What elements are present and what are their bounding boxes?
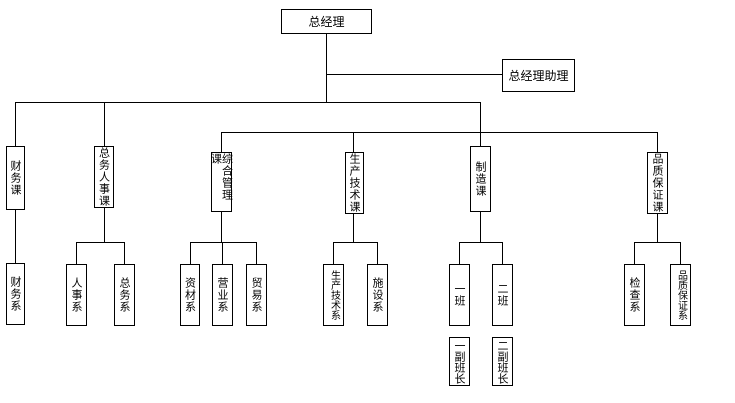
connector-line: [634, 242, 635, 264]
connector-line: [634, 242, 681, 243]
department-box-manufacturing: 制造课: [470, 146, 491, 212]
connector-line: [480, 102, 481, 146]
section-label: 总务系: [118, 277, 131, 313]
section-label: 营业系: [216, 277, 229, 313]
section-box: 一班: [449, 264, 470, 326]
section-label: 二班: [496, 283, 509, 307]
assistant-label: 总经理助理: [508, 69, 569, 83]
section-box: 总务系: [114, 264, 135, 326]
connector-line: [333, 242, 378, 243]
connector-line: [15, 102, 16, 146]
connector-line: [657, 132, 658, 152]
connector-line: [76, 242, 77, 264]
section-label: 人事系: [70, 277, 83, 313]
sub-leader-label: 二副班长: [496, 339, 509, 384]
connector-line: [502, 242, 503, 264]
section-label: 一班: [453, 283, 466, 307]
connector-line: [221, 132, 222, 152]
department-box-production-tech: 生产技术课: [345, 152, 364, 214]
connector-line: [221, 132, 658, 133]
section-box: 人事系: [66, 264, 87, 326]
connector-line: [333, 242, 334, 264]
connector-line: [459, 242, 503, 243]
section-label: 财务系: [9, 276, 22, 312]
section-label: 贸易系: [250, 277, 263, 313]
department-box-finance: 财务课: [6, 146, 25, 210]
connector-line: [15, 102, 481, 103]
connector-line: [76, 242, 125, 243]
section-box: 施设系: [367, 264, 388, 326]
section-label: 品质保证系: [675, 270, 687, 320]
sub-leader-box: 一副班长: [449, 337, 470, 386]
connector-line: [480, 212, 481, 242]
department-label: 制造课: [474, 161, 487, 197]
section-box: 贸易系: [246, 264, 267, 326]
connector-line: [680, 242, 681, 264]
section-box: 品质保证系: [670, 264, 691, 326]
department-box-general-admin: 综合管理课: [209, 152, 234, 212]
connector-line: [353, 214, 354, 242]
section-box: 二班: [492, 264, 513, 326]
department-box-quality-assurance: 品质保证课: [647, 152, 668, 214]
section-label: 施设系: [371, 277, 384, 313]
connector-line: [459, 242, 460, 264]
connector-line: [353, 132, 354, 152]
connector-line: [256, 242, 257, 264]
general-manager-label: 总经理: [308, 15, 345, 29]
connector-line: [326, 33, 327, 103]
connector-line: [104, 208, 105, 242]
connector-line: [15, 210, 16, 263]
section-label: 生产技术系: [328, 270, 340, 320]
general-manager-box: 总经理: [281, 9, 372, 34]
connector-line: [657, 214, 658, 242]
department-box-general-hr: 总务人事课: [94, 146, 114, 208]
sub-leader-box: 二副班长: [492, 337, 513, 386]
department-label: 财务课: [9, 160, 22, 196]
section-box: 营业系: [212, 264, 233, 326]
section-label: 资材系: [183, 277, 197, 313]
connector-line: [326, 74, 502, 75]
assistant-box: 总经理助理: [502, 59, 575, 92]
department-label: 品质保证课: [651, 153, 664, 213]
connector-line: [377, 242, 378, 264]
connector-line: [190, 242, 257, 243]
department-label: 综合管理课: [209, 153, 234, 201]
section-box: 资材系: [180, 264, 200, 326]
department-label: 生产技术课: [348, 153, 361, 213]
section-box: 财务系: [6, 263, 25, 325]
connector-line: [104, 102, 105, 146]
section-box: 检查系: [624, 264, 645, 326]
section-box: 生产技术系: [323, 264, 344, 326]
connector-line: [190, 242, 191, 264]
connector-line: [222, 242, 223, 264]
sub-leader-label: 一副班长: [453, 339, 466, 384]
section-label: 检查系: [628, 277, 641, 313]
connector-line: [221, 212, 222, 242]
department-label: 总务人事课: [97, 147, 111, 207]
connector-line: [124, 242, 125, 264]
